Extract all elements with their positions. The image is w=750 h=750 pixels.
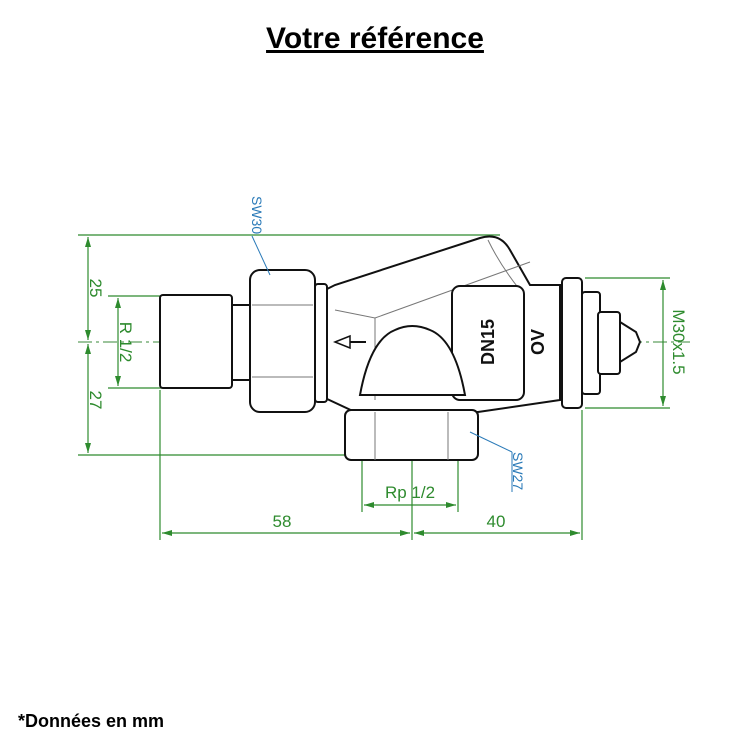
page-title: Votre référence	[266, 22, 484, 55]
valve-body	[159, 235, 642, 461]
sw27-leader	[469, 431, 513, 453]
marking-ov: OV	[528, 329, 548, 355]
dim-label-40: 40	[487, 512, 506, 531]
dim-label-rp12: Rp 1/2	[385, 483, 435, 502]
sw27-label: SW27	[510, 452, 526, 490]
dim-label-r12: R 1/2	[116, 322, 135, 363]
dim-label-27: 27	[86, 391, 105, 410]
extension-lines	[78, 234, 670, 540]
dim-label-m30: M30x1.5	[669, 309, 688, 374]
marking-dn15: DN15	[478, 319, 498, 365]
sw30-label: SW30	[249, 196, 265, 234]
sw30-leader	[251, 235, 271, 276]
dim-label-25: 25	[86, 279, 105, 298]
dim-label-58: 58	[273, 512, 292, 531]
footnote: *Données en mm	[18, 711, 165, 731]
